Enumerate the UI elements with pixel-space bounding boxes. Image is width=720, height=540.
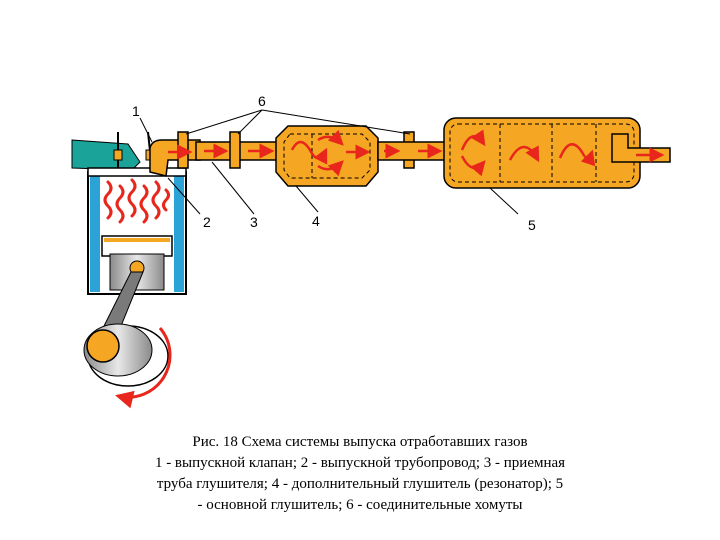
intake-manifold <box>71 139 141 171</box>
engine-cylinder <box>87 167 187 295</box>
callout-2: 2 <box>203 214 211 230</box>
caption-line-2: 1 - выпускной клапан; 2 - выпускной труб… <box>154 455 566 471</box>
crankshaft <box>83 323 169 387</box>
caption-line-4: - основной глушитель; 6 - соединительные… <box>197 497 523 513</box>
rotation-arrow <box>115 327 172 409</box>
leader-lines <box>139 109 519 215</box>
cylinder-gas <box>103 178 170 224</box>
callout-6: 6 <box>258 93 266 109</box>
gas-flow-arrows <box>168 129 665 177</box>
caption-line-1: Рис. 18 Схема системы выпуска отработавш… <box>192 434 528 450</box>
intake-valve <box>113 132 123 170</box>
callout-4: 4 <box>312 213 320 229</box>
main-muffler <box>443 117 641 189</box>
callout-1: 1 <box>132 103 140 119</box>
figure-caption: Рис. 18 Схема системы выпуска отработавш… <box>30 432 690 516</box>
callout-5: 5 <box>528 217 536 233</box>
tail-pipe <box>611 133 671 163</box>
callout-3: 3 <box>250 214 258 230</box>
resonator <box>275 125 379 187</box>
caption-line-3: труба глушителя; 4 - дополнительный глуш… <box>156 476 564 492</box>
exhaust-system-diagram: 1 2 3 4 5 6 <box>71 93 671 409</box>
